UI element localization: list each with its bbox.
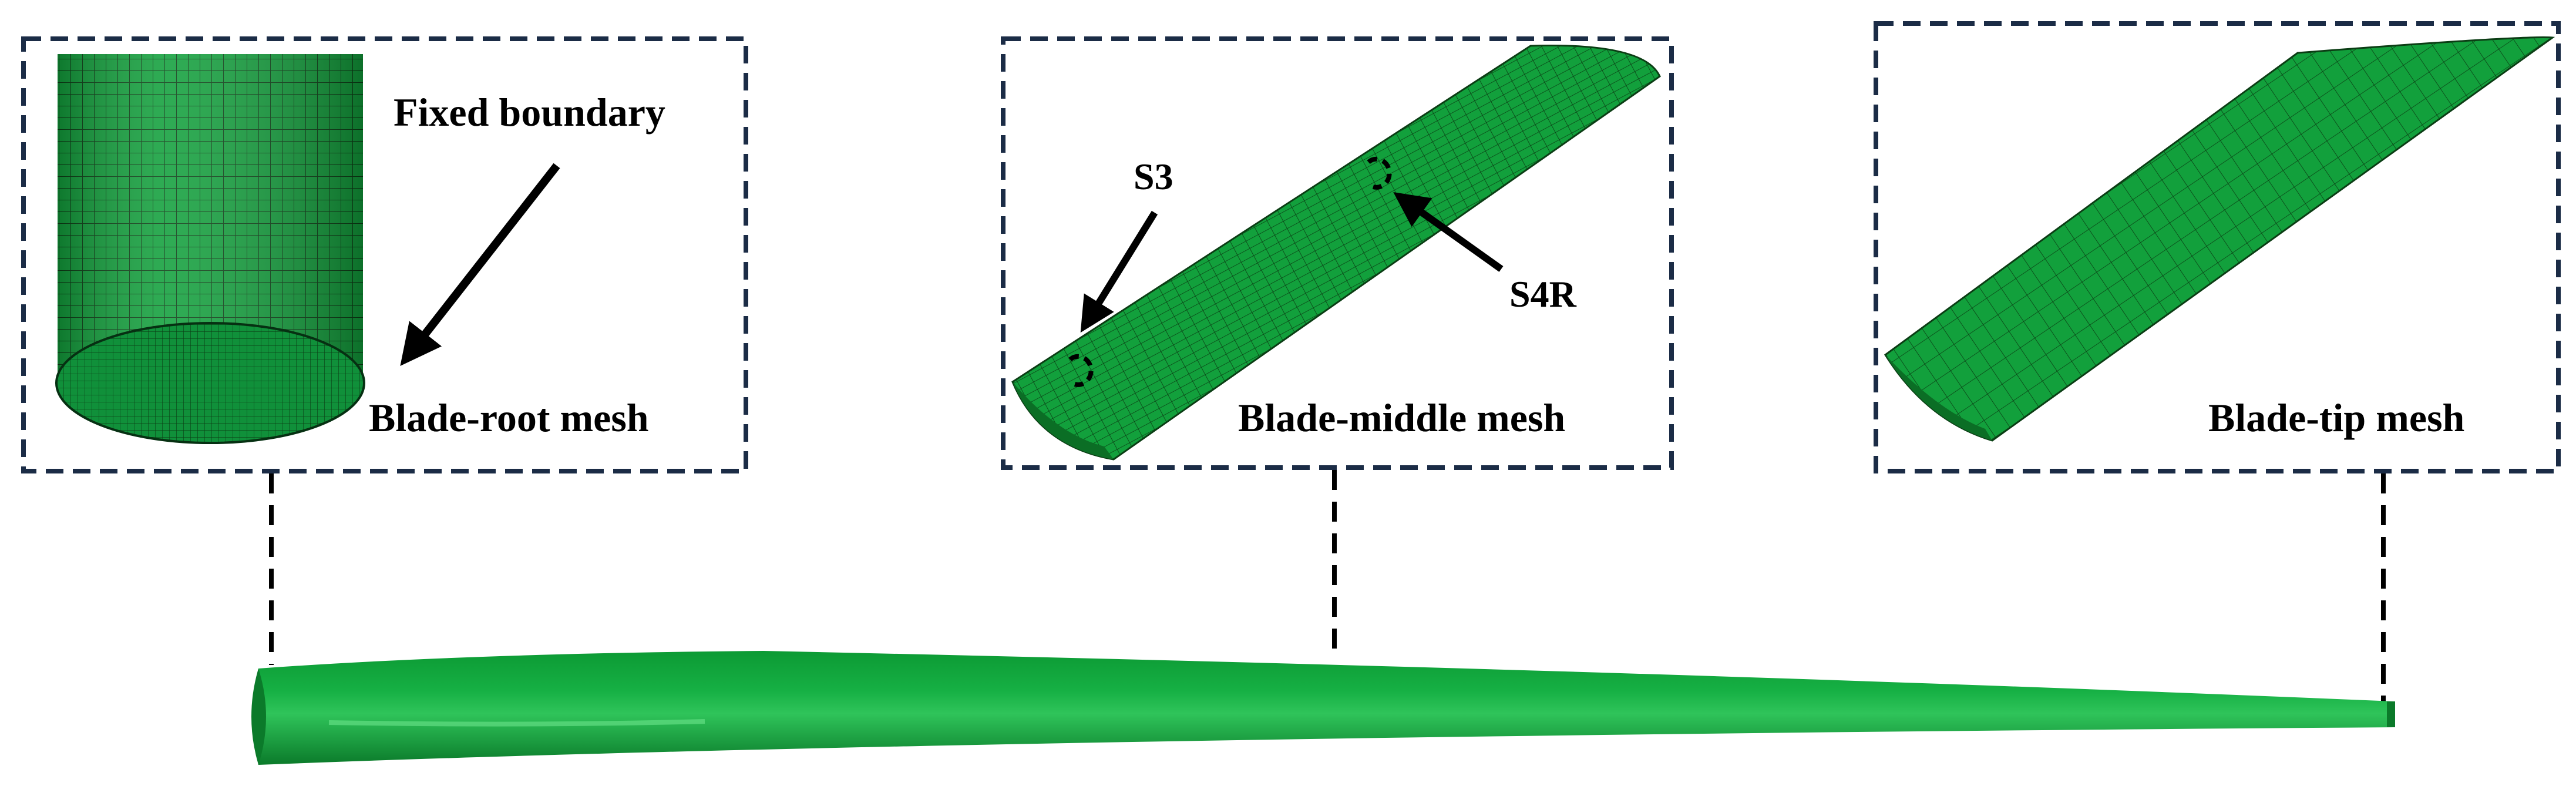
blade-tip-face (2387, 701, 2395, 727)
s3-label: S3 (1134, 156, 1173, 197)
full-blade-model (251, 651, 2395, 765)
fixed-boundary-arrow (405, 166, 557, 360)
root-panel-caption: Blade-root mesh (369, 395, 649, 440)
blade-tip-mesh-model (1885, 38, 2553, 441)
blade-root-mesh-model (56, 54, 364, 443)
fixed-boundary-label: Fixed boundary (394, 90, 665, 135)
s4r-label: S4R (1509, 273, 1577, 315)
tip-panel-caption: Blade-tip mesh (2208, 395, 2464, 440)
middle-panel-caption: Blade-middle mesh (1238, 395, 1565, 440)
